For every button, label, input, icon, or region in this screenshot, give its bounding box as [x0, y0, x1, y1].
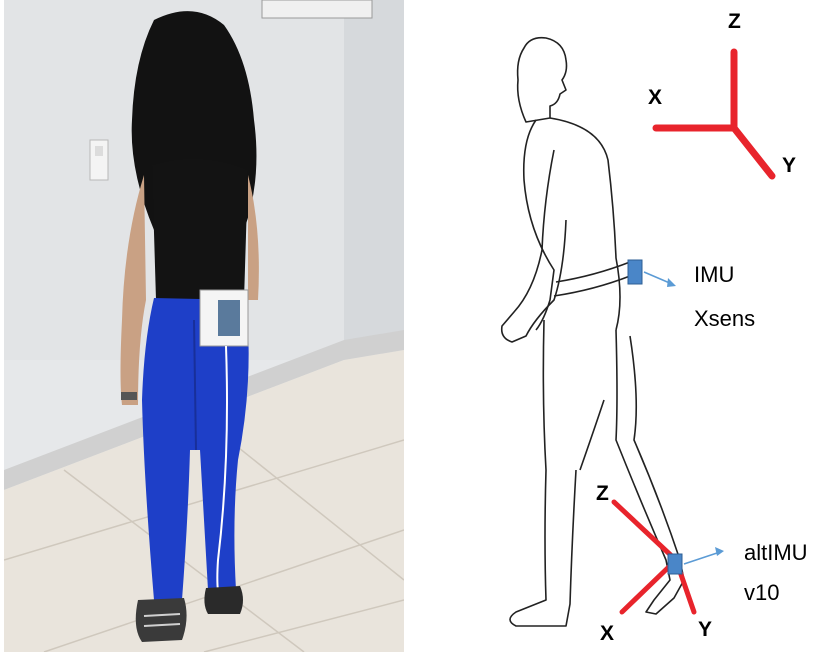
ankle-axes: Z X Y	[596, 482, 712, 645]
global-axes: Z X Y	[648, 10, 796, 177]
global-axis-z-label: Z	[728, 10, 741, 33]
ankle-pointer-arrow	[684, 552, 720, 564]
ankle-sensor-label-line2: v10	[744, 580, 779, 605]
global-axis-x-label: X	[648, 86, 662, 109]
waist-sensor-label-line1: IMU	[694, 262, 734, 287]
ankle-sensor-label-line1: altIMU	[744, 540, 808, 565]
subject-photo	[4, 0, 404, 652]
sensor-placement-diagram: Z X Y IMU Xsens Z X Y altIMU v10	[404, 0, 840, 652]
waist-sensor-icon	[628, 260, 642, 284]
ankle-axis-x-label: X	[600, 622, 614, 645]
global-axis-y-label: Y	[782, 154, 796, 177]
ankle-axis-y-label: Y	[698, 618, 712, 641]
ankle-axis-z-label: Z	[596, 482, 609, 505]
waist-sensor-label-line2: Xsens	[694, 306, 755, 331]
ankle-sensor-icon	[668, 554, 682, 574]
